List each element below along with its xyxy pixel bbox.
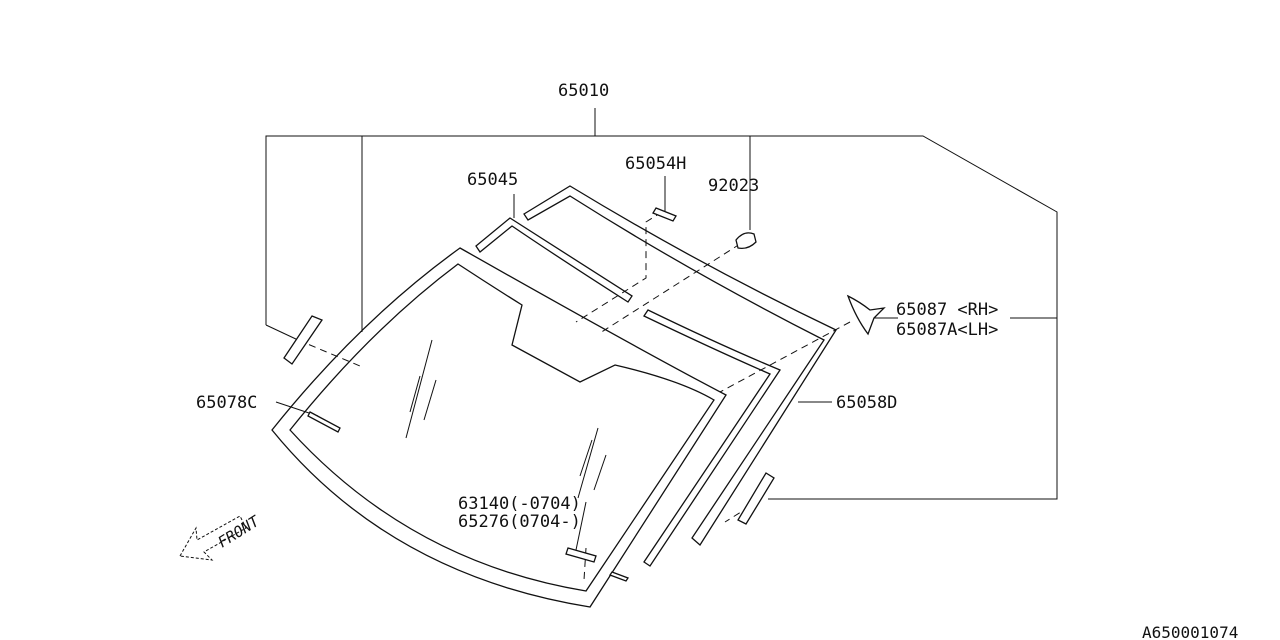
- clip-63140: [565, 547, 597, 563]
- bracket-65087: [846, 294, 886, 336]
- label-65054h: 65054H: [625, 154, 686, 174]
- windshield-glass: [271, 247, 727, 608]
- dam-rubber-65045: [475, 217, 781, 567]
- spacer-65078c: [307, 411, 341, 433]
- part-labels: 65010 65045 65054H 92023 65087 <RH> 6508…: [196, 81, 998, 532]
- outer-moulding-65058d: [523, 185, 837, 546]
- seal-strip-right: [737, 472, 775, 525]
- seal-strip-left: [283, 315, 323, 365]
- label-92023: 92023: [708, 176, 759, 196]
- leader-lines: [265, 108, 1058, 551]
- front-arrow-icon: [179, 515, 247, 561]
- label-65045: 65045: [467, 170, 518, 190]
- label-65078c: 65078C: [196, 393, 257, 413]
- clip-65054h: [652, 207, 677, 222]
- clip-65276: [609, 571, 629, 582]
- label-65087a-lh: 65087A<LH>: [896, 320, 998, 340]
- label-65087-rh: 65087 <RH>: [896, 300, 998, 320]
- label-65276: 65276(0704-): [458, 512, 581, 532]
- pad-92023: [735, 232, 757, 250]
- label-65010: 65010: [558, 81, 609, 101]
- label-63140: 63140(-0704): [458, 494, 581, 514]
- front-label: FRONT: [215, 512, 264, 552]
- small-parts: [283, 207, 886, 582]
- label-65058d: 65058D: [836, 393, 897, 413]
- diagram-id: A650001074: [1142, 623, 1238, 640]
